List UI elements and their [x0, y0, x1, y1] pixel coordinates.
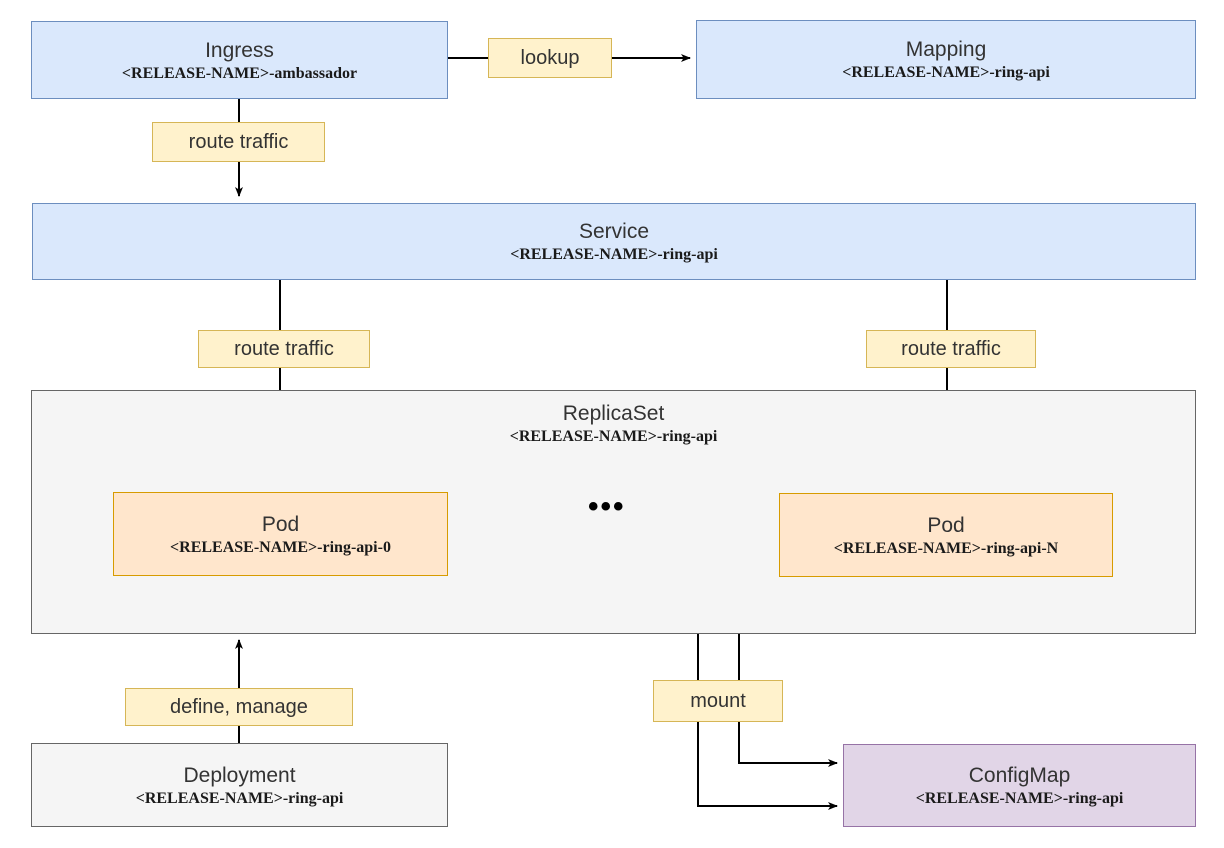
node-pod-last[interactable]: Pod <RELEASE-NAME>-ring-api-N — [779, 493, 1113, 577]
pod-first-subtitle: <RELEASE-NAME>-ring-api-0 — [170, 538, 391, 556]
node-deployment[interactable]: Deployment <RELEASE-NAME>-ring-api — [31, 743, 448, 827]
edge-label-route-traffic-ingress[interactable]: route traffic — [152, 122, 325, 162]
pods-ellipsis: ••• — [588, 490, 626, 523]
service-title: Service — [578, 220, 650, 243]
mapping-title: Mapping — [905, 38, 987, 61]
edge-label-route-traffic-pod-first[interactable]: route traffic — [198, 330, 370, 368]
edge-label-route-traffic-pod-last[interactable]: route traffic — [866, 330, 1036, 368]
node-pod-first[interactable]: Pod <RELEASE-NAME>-ring-api-0 — [113, 492, 448, 576]
deployment-title: Deployment — [183, 763, 296, 787]
edge-label-mount[interactable]: mount — [653, 680, 783, 722]
pod-last-subtitle: <RELEASE-NAME>-ring-api-N — [833, 539, 1059, 557]
mapping-subtitle: <RELEASE-NAME>-ring-api — [842, 64, 1050, 81]
ingress-title: Ingress — [205, 38, 274, 62]
node-configmap[interactable]: ConfigMap <RELEASE-NAME>-ring-api — [843, 744, 1196, 827]
deployment-subtitle: <RELEASE-NAME>-ring-api — [135, 789, 344, 807]
node-service[interactable]: Service <RELEASE-NAME>-ring-api — [32, 203, 1196, 280]
configmap-subtitle: <RELEASE-NAME>-ring-api — [915, 790, 1124, 807]
ingress-subtitle: <RELEASE-NAME>-ambassador — [121, 64, 358, 82]
replicaset-title: ReplicaSet — [562, 402, 665, 425]
node-mapping[interactable]: Mapping <RELEASE-NAME>-ring-api — [696, 20, 1196, 99]
pod-first-title: Pod — [261, 512, 300, 536]
pod-last-title: Pod — [927, 513, 965, 537]
edge-label-define-manage[interactable]: define, manage — [125, 688, 353, 726]
edge-label-lookup[interactable]: lookup — [488, 38, 612, 78]
configmap-title: ConfigMap — [968, 764, 1071, 787]
node-ingress[interactable]: Ingress <RELEASE-NAME>-ambassador — [31, 21, 448, 99]
service-subtitle: <RELEASE-NAME>-ring-api — [510, 246, 718, 263]
replicaset-subtitle: <RELEASE-NAME>-ring-api — [509, 428, 718, 445]
replicaset-label: ReplicaSet <RELEASE-NAME>-ring-api — [32, 401, 1195, 446]
